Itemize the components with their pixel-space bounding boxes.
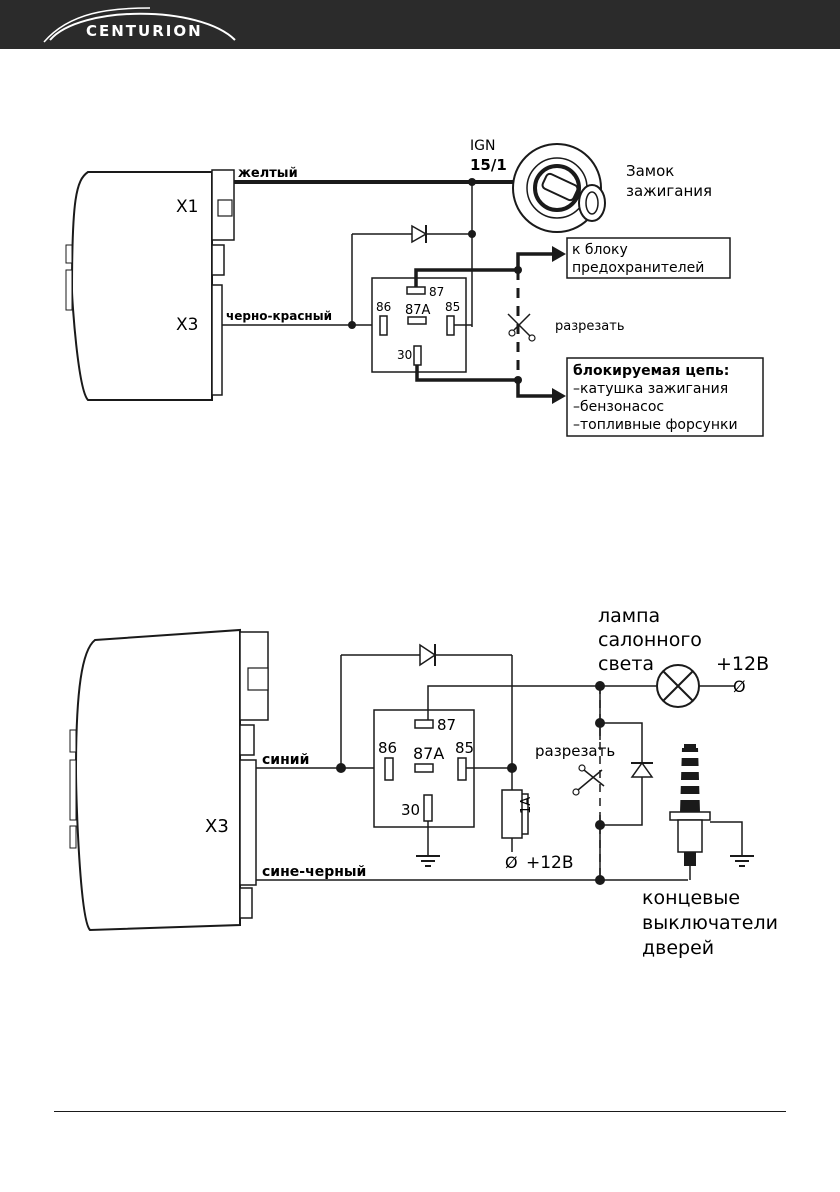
alarm-unit-2 (70, 630, 268, 930)
wire-yellow-label: желтый (238, 166, 298, 181)
lamp-label-3: света (598, 653, 654, 675)
ignition-lock-label-2: зажигания (626, 182, 712, 200)
fuse-plus12-label: +12В (526, 853, 574, 873)
connector-x3-label: X3 (176, 315, 198, 335)
footer-divider (54, 1111, 786, 1112)
fuse-terminal-symbol: Ø (505, 853, 518, 872)
relay1-pin-87: 87 (429, 285, 444, 299)
blocked-circuit-item-2: –бензонасос (573, 399, 664, 415)
connector-x3-label-2: X3 (205, 816, 229, 837)
alarm-unit-1 (66, 170, 234, 400)
cut-label-2: разрезать (535, 742, 615, 760)
fuse-label: 1A (519, 797, 534, 814)
wire-blue-black-label: сине-черный (262, 864, 366, 880)
fuse-block-label-1: к блоку (572, 242, 628, 258)
ign-terminal: 15/1 (470, 156, 507, 174)
relay1-pin-85: 85 (445, 300, 460, 314)
ground-icon-1 (416, 856, 440, 866)
wire-blue-label: синий (262, 752, 309, 768)
cut-label-1: разрезать (555, 319, 625, 334)
wire-black-red-label: черно-красный (226, 309, 332, 323)
relay-2 (374, 710, 474, 827)
diode-icon-2 (420, 644, 435, 666)
ignition-lock-icon (513, 144, 605, 232)
diode-icon-3 (631, 763, 653, 777)
relay2-pin-87: 87 (437, 716, 456, 734)
lamp-label-2: салонного (598, 629, 702, 651)
relay2-pin-85: 85 (455, 739, 474, 757)
fuse-block-label-2: предохранителей (572, 260, 704, 276)
door-switch-label-3: дверей (642, 937, 714, 959)
blocked-circuit-item-1: –катушка зажигания (573, 381, 728, 397)
ign-label: IGN (470, 138, 495, 154)
diagram-door-switch: X3 синий 87 87A 86 85 30 (70, 605, 778, 959)
blocked-circuit-item-3: –топливные форсунки (573, 417, 738, 433)
lamp-terminal-symbol: Ø (733, 677, 746, 696)
scissors-icon (508, 314, 535, 341)
door-switch-icon (670, 744, 710, 880)
relay1-pin-86: 86 (376, 300, 391, 314)
relay1-pin-30: 30 (397, 348, 412, 362)
lamp-plus12-label: +12В (716, 653, 769, 675)
connector-x1-label: X1 (176, 197, 198, 217)
relay1-pin-87a: 87A (405, 303, 431, 318)
relay-1 (372, 278, 466, 372)
diode-icon (412, 225, 426, 243)
door-switch-label-2: выключатели (642, 912, 778, 934)
ground-icon-2 (730, 856, 754, 866)
door-switch-label-1: концевые (642, 887, 740, 909)
relay2-pin-87a: 87A (413, 744, 444, 763)
ignition-lock-label-1: Замок (626, 162, 674, 180)
blocked-circuit-title: блокируемая цепь: (573, 363, 729, 379)
diagram-ignition-block: X1 X3 желтый IGN 15/1 Замок зажигания (66, 138, 763, 436)
relay2-pin-30: 30 (401, 801, 420, 819)
lamp-label-1: лампа (598, 605, 660, 627)
lamp-icon (657, 665, 699, 707)
relay2-pin-86: 86 (378, 739, 397, 757)
